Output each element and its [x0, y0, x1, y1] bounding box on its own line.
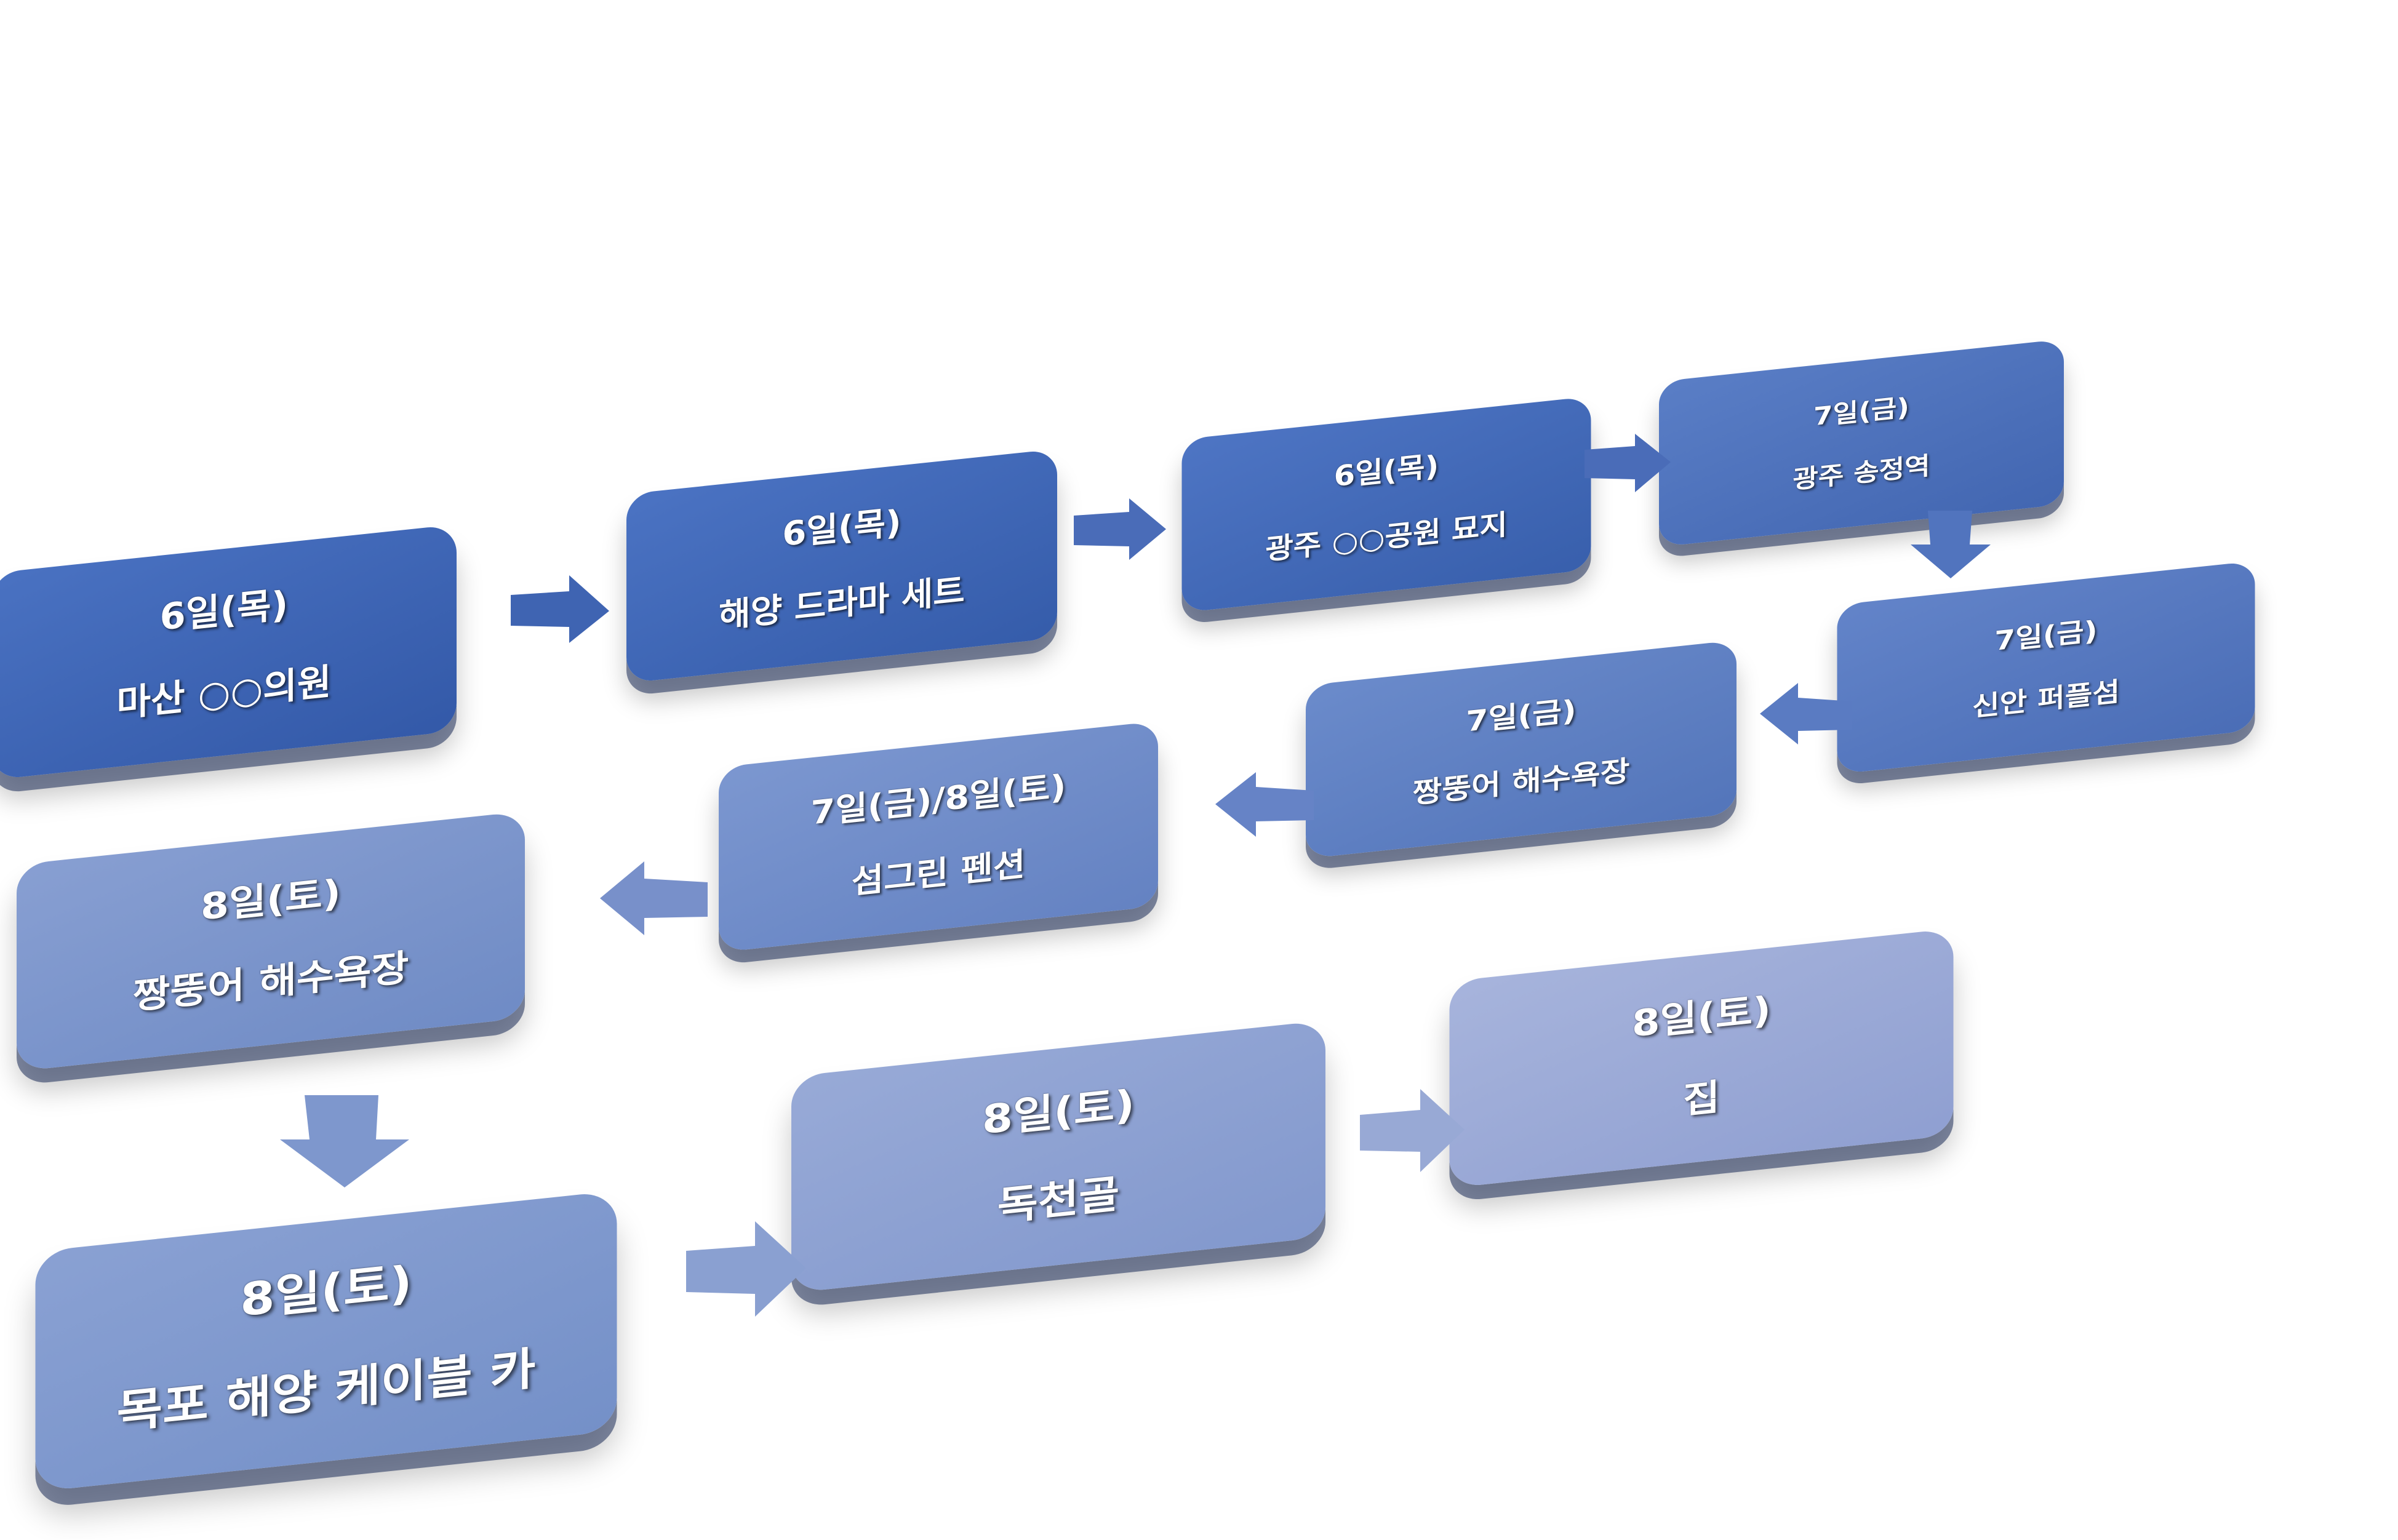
- step-date: 6일(목): [159, 583, 289, 639]
- step-box-5: 7일(금) 신안 퍼플섬: [1837, 561, 2255, 775]
- step-place: 광주 ○○공원 묘지: [1265, 508, 1508, 567]
- step-date: 7일(금): [1994, 615, 2098, 657]
- step-box-1: 6일(목) 마산 ○○의원: [0, 524, 457, 780]
- step-box-face: 7일(금) 광주 송정역: [1659, 339, 2064, 547]
- arrow-left-icon: [600, 861, 708, 935]
- step-box-face: 7일(금) 짱뚱어 해수욕장: [1306, 640, 1737, 859]
- step-box-10: 8일(토) 독천골: [791, 1020, 1325, 1293]
- arrow-left-icon: [1760, 683, 1852, 744]
- step-box-face: 8일(토) 목포 해양 케이블 카: [35, 1191, 617, 1492]
- step-date: 6일(목): [1333, 449, 1439, 493]
- step-box-11: 8일(토) 집: [1449, 928, 1954, 1189]
- arrow-right-icon: [1074, 498, 1166, 560]
- step-place: 짱뚱어 해수욕장: [1412, 754, 1630, 810]
- step-place: 짱뚱어 해수욕장: [132, 946, 409, 1018]
- step-place: 마산 ○○의원: [116, 661, 332, 726]
- step-place: 독천골: [997, 1170, 1120, 1230]
- step-place: 신안 퍼플섬: [1972, 676, 2120, 723]
- step-box-face: 7일(금)/8일(토) 섬그린 펜션: [719, 721, 1158, 952]
- arrow-right-icon: [686, 1221, 806, 1317]
- step-box-face: 6일(목) 해양 드라마 세트: [626, 449, 1057, 684]
- arrow-right-icon: [1360, 1089, 1465, 1172]
- step-date: 7일(금): [1813, 393, 1909, 432]
- step-place: 섬그린 펜션: [851, 845, 1026, 902]
- step-place: 집: [1682, 1076, 1721, 1122]
- step-box-3: 6일(목) 광주 ○○공원 묘지: [1181, 396, 1591, 613]
- step-date: 8일(토): [1631, 989, 1772, 1046]
- step-date: 7일(금)/8일(토): [810, 767, 1066, 832]
- step-date: 8일(토): [201, 872, 341, 929]
- step-box-face: 6일(목) 광주 ○○공원 묘지: [1181, 396, 1591, 613]
- arrow-down-icon: [280, 1095, 409, 1187]
- step-box-face: 7일(금) 신안 퍼플섬: [1837, 561, 2255, 775]
- arrow-left-icon: [1215, 772, 1314, 837]
- step-date: 8일(토): [240, 1256, 412, 1327]
- arrow-right-icon: [511, 575, 609, 643]
- step-box-face: 8일(토) 독천골: [791, 1020, 1325, 1293]
- step-box-7: 7일(금)/8일(토) 섬그린 펜션: [719, 721, 1158, 952]
- step-box-8: 8일(토) 짱뚱어 해수욕장: [17, 811, 526, 1072]
- step-place: 해양 드라마 세트: [719, 571, 965, 636]
- arrow-right-icon: [1585, 434, 1671, 492]
- step-box-6: 7일(금) 짱뚱어 해수욕장: [1306, 640, 1737, 859]
- step-box-4: 7일(금) 광주 송정역: [1659, 339, 2064, 547]
- step-place: 목포 해양 케이블 카: [116, 1343, 536, 1439]
- step-box-face: 8일(토) 집: [1449, 928, 1954, 1189]
- step-box-9: 8일(토) 목포 해양 케이블 카: [35, 1191, 617, 1492]
- step-box-2: 6일(목) 해양 드라마 세트: [626, 449, 1057, 684]
- step-place: 광주 송정역: [1793, 451, 1930, 495]
- step-date: 7일(금): [1466, 694, 1577, 738]
- step-date: 8일(토): [981, 1081, 1135, 1144]
- step-box-face: 6일(목) 마산 ○○의원: [0, 524, 457, 780]
- step-date: 6일(목): [782, 503, 901, 554]
- arrow-down-icon: [1911, 511, 1991, 578]
- step-box-face: 8일(토) 짱뚱어 해수욕장: [17, 811, 526, 1072]
